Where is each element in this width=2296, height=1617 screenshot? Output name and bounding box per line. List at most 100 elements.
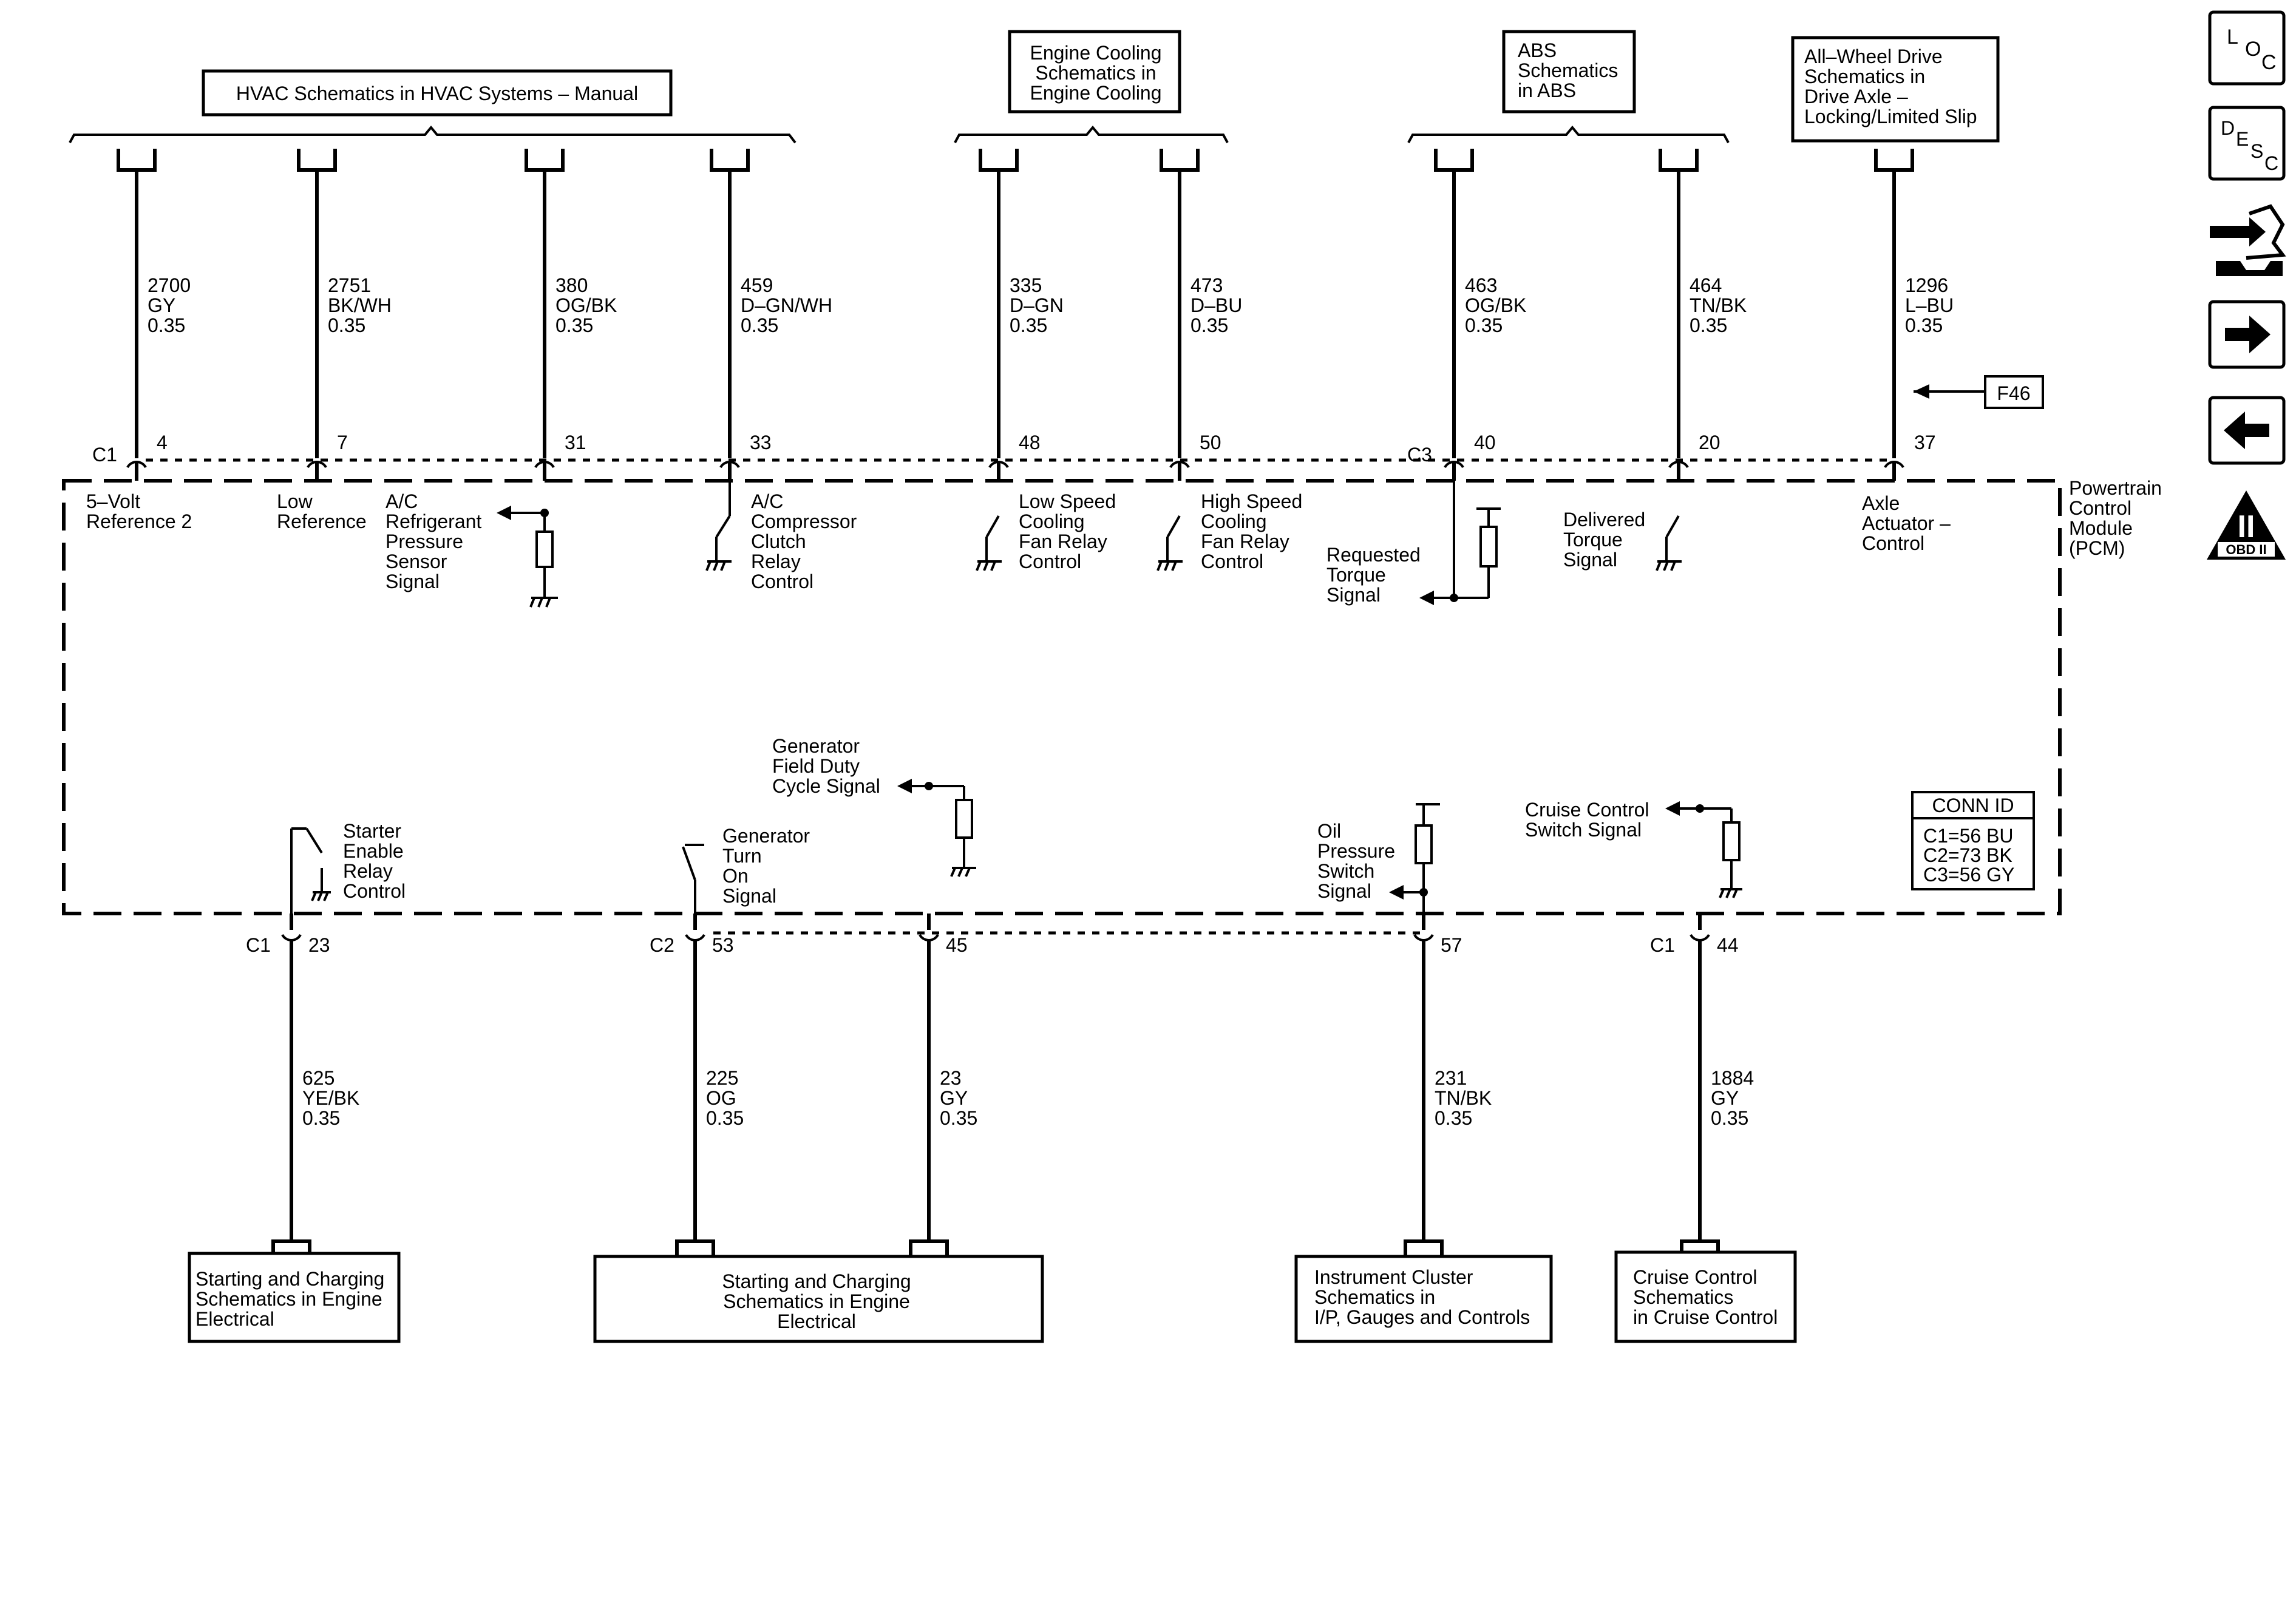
ref-engine-cooling[interactable]: Engine Cooling Schematics in Engine Cool… [1008, 30, 1181, 114]
bottom-wire-color: GY [940, 1087, 968, 1109]
top-wire-gauge: 0.35 [148, 314, 185, 336]
ref-starting-charging-2[interactable]: Starting and Charging Schematics in Engi… [593, 1255, 1044, 1343]
bottom-pin: 57 [1441, 934, 1462, 956]
conn-id-c1: C1=56 BU [1923, 825, 2014, 847]
svg-text:L: L [2227, 25, 2238, 49]
requested-torque-circuit [1419, 480, 1501, 605]
svg-text:Signal: Signal [722, 885, 776, 907]
svg-text:Actuator –: Actuator – [1862, 512, 1951, 534]
diagnostic-tool-icon[interactable] [2210, 204, 2286, 276]
top-wire-color: L–BU [1905, 294, 1954, 316]
switch-delivered-torque [1656, 515, 1682, 571]
ac-pressure-sensor [497, 506, 558, 608]
generator-field-circuit [897, 779, 976, 877]
ref-hvac[interactable]: HVAC Schematics in HVAC Systems – Manual [202, 69, 673, 117]
svg-text:A/C: A/C [751, 490, 783, 512]
bottom-wire-gauge: 0.35 [940, 1107, 977, 1129]
bottom-pin: 53 [712, 934, 734, 956]
top-wire-color: TN/BK [1690, 294, 1747, 316]
svg-text:Pressure: Pressure [1317, 840, 1395, 862]
top-wire-circuit: 473 [1190, 274, 1223, 296]
svg-text:Enable: Enable [343, 840, 404, 862]
svg-text:Axle: Axle [1862, 492, 1900, 514]
conn-c3-label: C3 [1407, 444, 1432, 466]
switch-generator-turn-on [682, 844, 704, 914]
desc-icon[interactable]: D E S C [2208, 106, 2286, 181]
svg-text:A/C: A/C [385, 490, 418, 512]
conn-id-c2: C2=73 BK [1923, 844, 2012, 866]
bottom-wire-gauge: 0.35 [302, 1107, 340, 1129]
ref-awd[interactable]: All–Wheel Drive Schematics in Drive Axle… [1791, 36, 2000, 143]
top-wire-color: D–BU [1190, 294, 1242, 316]
svg-text:High Speed: High Speed [1201, 490, 1302, 512]
svg-text:Compressor: Compressor [751, 510, 857, 532]
top-wire-circuit: 459 [741, 274, 773, 296]
pcm-boundary [62, 479, 2062, 915]
obd-ii-icon[interactable]: II OBD II [2207, 490, 2286, 560]
svg-text:Control: Control [343, 880, 406, 902]
bottom-wires: 625YE/BK0.3523225OG0.355323GY0.3545231TN… [271, 914, 1754, 1263]
svg-text:Field Duty: Field Duty [772, 755, 860, 777]
ref-instrument-cluster[interactable]: Instrument Cluster Schematics in I/P, Ga… [1294, 1255, 1553, 1343]
svg-text:Refrigerant: Refrigerant [385, 510, 481, 532]
ref-cruise-control[interactable]: Cruise Control Schematics in Cruise Cont… [1614, 1250, 1797, 1343]
top-pin: 33 [750, 432, 772, 453]
bottom-pin: 45 [946, 934, 968, 956]
svg-text:Powertrain: Powertrain [2069, 477, 2162, 499]
top-wire-circuit: 2751 [328, 274, 371, 296]
switch-low-fan [976, 515, 1002, 571]
ref-awd-line-1: All–Wheel Drive [1804, 46, 1943, 67]
ref-cluster-line-1: Instrument Cluster [1314, 1266, 1473, 1288]
top-wire-circuit: 463 [1465, 274, 1497, 296]
ref-start1-line-3: Electrical [195, 1308, 274, 1330]
bottom-wire-color: GY [1711, 1087, 1739, 1109]
ref-cruise-line-3: in Cruise Control [1633, 1306, 1778, 1328]
svg-text:Fan Relay: Fan Relay [1201, 531, 1289, 552]
f46-ref[interactable]: F46 [1914, 375, 2044, 409]
svg-text:Signal: Signal [1317, 880, 1371, 902]
top-wire-color: OG/BK [555, 294, 617, 316]
switch-starter-enable [290, 827, 331, 914]
svg-text:Sensor: Sensor [385, 551, 447, 572]
ref-starting-charging-1[interactable]: Starting and Charging Schematics in Engi… [188, 1252, 401, 1343]
top-wire-circuit: 335 [1010, 274, 1042, 296]
svg-text:D: D [2221, 117, 2235, 139]
svg-text:(PCM): (PCM) [2069, 537, 2125, 559]
conn-c1-cruise-label: C1 [1650, 934, 1675, 956]
bottom-wire-color: TN/BK [1435, 1087, 1492, 1109]
ref-cooling-line-2: Schematics in [1035, 62, 1156, 84]
next-arrow-icon[interactable] [2208, 300, 2286, 369]
svg-text:On: On [722, 865, 749, 887]
top-wire-color: BK/WH [328, 294, 392, 316]
bottom-wire-gauge: 0.35 [1435, 1107, 1472, 1129]
back-arrow-icon[interactable] [2208, 396, 2286, 465]
bottom-wire-circuit: 625 [302, 1067, 335, 1089]
svg-text:Control: Control [751, 571, 813, 592]
svg-text:Cruise Control: Cruise Control [1525, 799, 1649, 821]
top-wire-gauge: 0.35 [328, 314, 365, 336]
svg-text:Clutch: Clutch [751, 531, 806, 552]
oil-pressure-circuit [1389, 803, 1440, 914]
svg-text:E: E [2236, 128, 2249, 150]
svg-text:Low Speed: Low Speed [1019, 490, 1116, 512]
svg-text:Turn: Turn [722, 845, 762, 867]
ref-abs[interactable]: ABS Schematics in ABS [1502, 30, 1636, 114]
loc-icon[interactable]: L O C [2208, 10, 2286, 86]
